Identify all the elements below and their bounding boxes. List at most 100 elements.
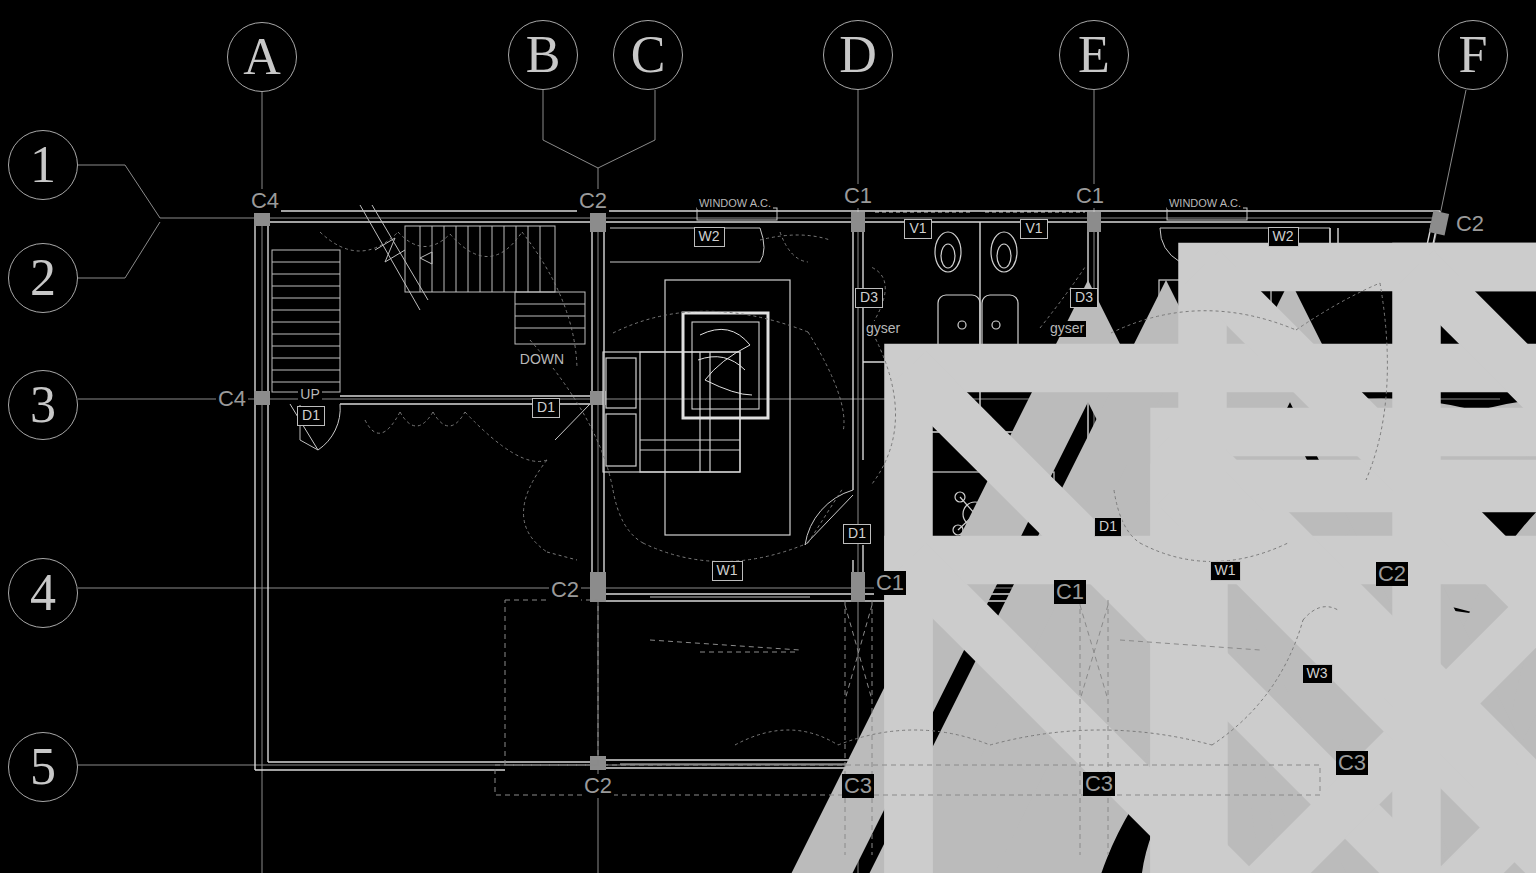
staircase <box>272 334 340 335</box>
wiring <box>524 460 548 552</box>
staircase <box>272 298 340 299</box>
tag-text: W1 <box>717 563 738 578</box>
staircase <box>515 304 585 305</box>
staircase <box>272 205 585 450</box>
wiring <box>365 412 400 433</box>
wiring <box>1296 283 1380 330</box>
bathroom-fixture <box>991 232 1017 272</box>
grid-bubble: 4 <box>8 558 78 628</box>
equipment-note: WINDOW A.C. <box>697 197 773 209</box>
tag-text: D3 <box>860 290 878 305</box>
bed <box>606 414 636 466</box>
opening-tag: V1 <box>904 219 932 239</box>
tag-text: D1 <box>302 408 320 423</box>
grid-letter: C <box>631 29 666 81</box>
grid-letter: 1 <box>30 139 56 191</box>
door-swing <box>555 404 590 440</box>
staircase <box>540 226 541 292</box>
bed <box>665 280 790 535</box>
staircase <box>272 322 340 323</box>
wiring <box>613 490 643 543</box>
bathroom-fixture <box>941 244 955 268</box>
fixture-note: gyser <box>1048 321 1086 336</box>
wall <box>254 211 255 770</box>
window <box>1167 208 1247 220</box>
opening-tag: W3 <box>1302 664 1333 684</box>
wall <box>255 769 505 770</box>
hidden-outline <box>845 600 846 855</box>
tag-text: W3 <box>1307 666 1328 681</box>
grid-line <box>78 222 160 278</box>
wall <box>268 761 598 762</box>
grid-letter: A <box>243 31 281 83</box>
staircase <box>272 286 340 287</box>
wall <box>852 222 853 490</box>
grid-letter: 4 <box>30 567 56 619</box>
wiring <box>838 730 990 745</box>
bed <box>640 439 740 440</box>
grid-bubble: E <box>1059 20 1129 90</box>
bathroom-fixture <box>985 211 1085 212</box>
opening-tag: D3 <box>1070 288 1098 308</box>
grid-bubble: B <box>508 20 578 90</box>
staircase <box>504 226 505 292</box>
rug <box>683 313 768 418</box>
wiring <box>433 412 465 426</box>
column-mark: C2 <box>577 189 609 213</box>
opening-tag: D1 <box>532 398 560 418</box>
wiring <box>613 311 808 333</box>
staircase <box>272 370 340 371</box>
bed <box>640 449 740 450</box>
column-mark: C2 <box>582 774 614 798</box>
wiring <box>320 232 398 251</box>
wall <box>591 222 592 598</box>
wall <box>267 222 268 762</box>
staircase <box>528 226 529 292</box>
staircase <box>272 346 340 347</box>
staircase <box>420 252 432 264</box>
wiring <box>990 730 1212 745</box>
grid-letter: 5 <box>30 741 56 793</box>
grid-bubble: 5 <box>8 732 78 802</box>
wiring <box>808 488 843 543</box>
staircase <box>515 292 585 344</box>
bathroom-fixture <box>875 211 970 212</box>
column-mark: C2 <box>1376 562 1408 586</box>
wiring <box>465 412 547 461</box>
wiring <box>1303 607 1338 620</box>
hidden-outline <box>845 605 1108 700</box>
window <box>650 597 810 598</box>
column <box>254 391 270 405</box>
wiring <box>450 232 522 257</box>
tag-text: W1 <box>1215 563 1236 578</box>
grid-letter: B <box>526 29 561 81</box>
wiring <box>735 730 838 745</box>
staircase <box>515 328 585 329</box>
bathroom-fixture <box>935 232 961 272</box>
column <box>1429 211 1449 236</box>
rug <box>700 329 752 395</box>
wiring <box>1111 311 1296 333</box>
grid-letter: E <box>1078 29 1110 81</box>
column <box>851 212 865 232</box>
hidden-outline <box>495 600 1320 855</box>
wiring <box>643 543 808 562</box>
column-mark: C3 <box>1083 772 1115 796</box>
staircase <box>480 226 481 292</box>
opening-tag: D1 <box>1094 517 1122 537</box>
bed <box>606 358 636 408</box>
opening-tag: D1 <box>843 524 871 544</box>
tag-text: D1 <box>1099 519 1117 534</box>
wall <box>340 395 590 396</box>
bed <box>640 352 740 472</box>
column <box>590 572 606 602</box>
fixture-note: gyser <box>864 321 902 336</box>
column <box>1087 212 1101 232</box>
column-mark: C1 <box>1054 580 1086 604</box>
rug <box>698 357 745 370</box>
column-mark: C1 <box>1074 184 1106 208</box>
grid-letter: 3 <box>30 379 56 431</box>
wiring <box>808 332 844 432</box>
wall <box>255 210 1440 211</box>
